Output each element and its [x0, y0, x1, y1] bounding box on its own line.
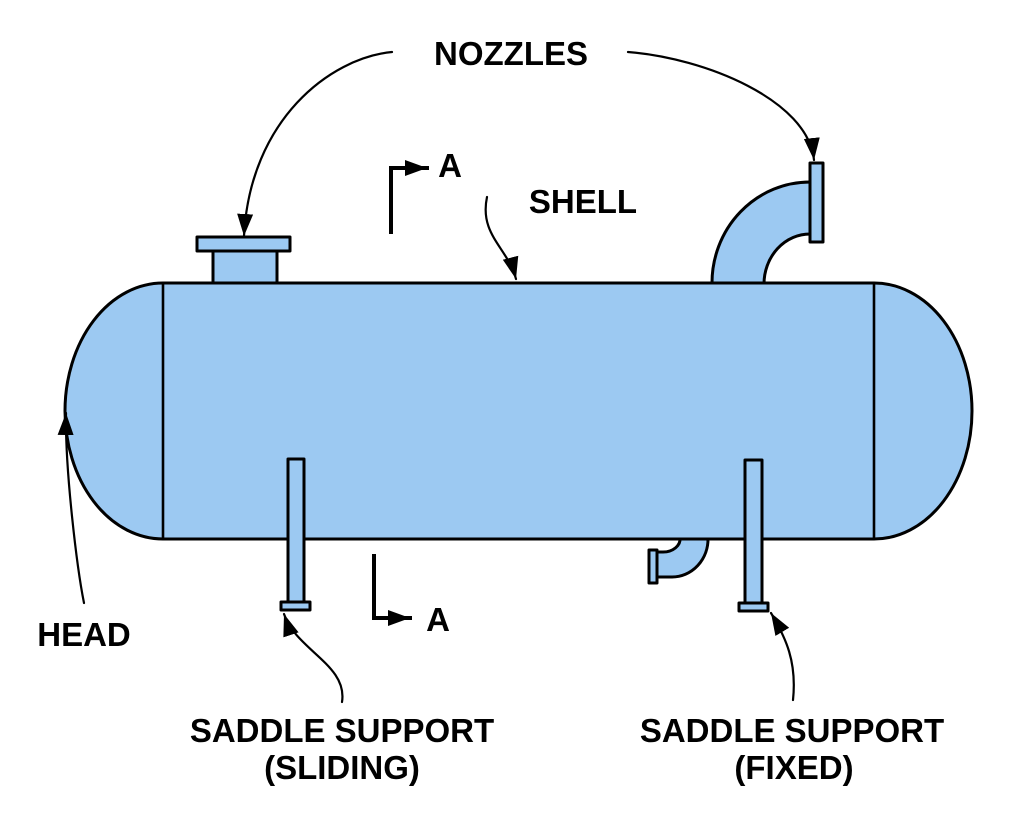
nozzles-label: NOZZLES — [434, 35, 588, 72]
section-label-top: A — [438, 147, 462, 184]
sliding-saddle-base-plate — [279, 600, 312, 612]
saddle-sliding-label-line1: SADDLE SUPPORT — [190, 712, 494, 749]
section-cut-marker-bottom — [372, 554, 412, 626]
right-elbow-nozzle-pipe — [710, 180, 812, 286]
leader-nozzles-right — [626, 50, 820, 162]
head-label: HEAD — [37, 616, 131, 653]
top-nozzle-flange — [195, 235, 292, 253]
saddle-sliding-label-line2: (SLIDING) — [264, 749, 420, 786]
leader-nozzles-left — [237, 50, 394, 238]
bottom-elbow-nozzle-pipe — [655, 536, 710, 579]
leader-shell — [484, 195, 519, 281]
vessel-body — [63, 281, 974, 541]
section-cut-marker-top — [389, 160, 429, 234]
sliding-saddle-column — [286, 457, 306, 604]
leader-head — [57, 411, 86, 605]
shell-label: SHELL — [529, 183, 637, 220]
fixed-saddle-column — [743, 458, 764, 605]
bottom-elbow-nozzle-flange — [647, 548, 659, 585]
top-nozzle-neck — [211, 249, 279, 285]
saddle-fixed-label-line1: SADDLE SUPPORT — [640, 712, 944, 749]
leader-saddle-sliding — [282, 612, 344, 704]
leader-saddle-fixed — [769, 611, 795, 702]
fixed-saddle-base-plate — [737, 601, 770, 613]
right-elbow-nozzle-flange — [808, 161, 825, 244]
section-label-bottom: A — [426, 601, 450, 638]
saddle-fixed-label-line2: (FIXED) — [734, 749, 853, 786]
